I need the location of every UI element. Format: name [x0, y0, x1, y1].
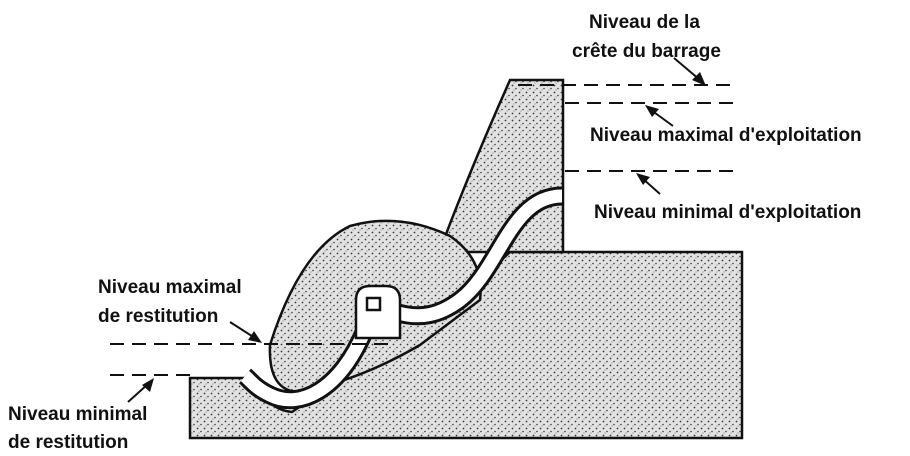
label-max-return-line1: Niveau maximal — [98, 277, 242, 298]
dam-body — [438, 78, 565, 254]
arrow-min-return — [127, 378, 154, 403]
arrow-max-return — [229, 321, 262, 343]
label-min-operation: Niveau minimal d'exploitation — [594, 202, 861, 223]
label-max-operation: Niveau maximal d'exploitation — [590, 125, 862, 146]
powerhouse-cavern — [354, 284, 402, 340]
arrow-min-operation — [636, 173, 661, 195]
label-min-return-line1: Niveau minimal — [8, 404, 147, 425]
arrow-max-operation — [645, 105, 674, 127]
arrow-crest — [673, 57, 706, 86]
label-max-return-line2: de restitution — [98, 306, 218, 327]
label-crest-line2: crête du barrage — [572, 41, 721, 62]
label-min-return-line2: de restitution — [8, 432, 128, 453]
turbine-unit-icon — [365, 296, 382, 312]
label-crest-line1: Niveau de la — [589, 12, 700, 33]
